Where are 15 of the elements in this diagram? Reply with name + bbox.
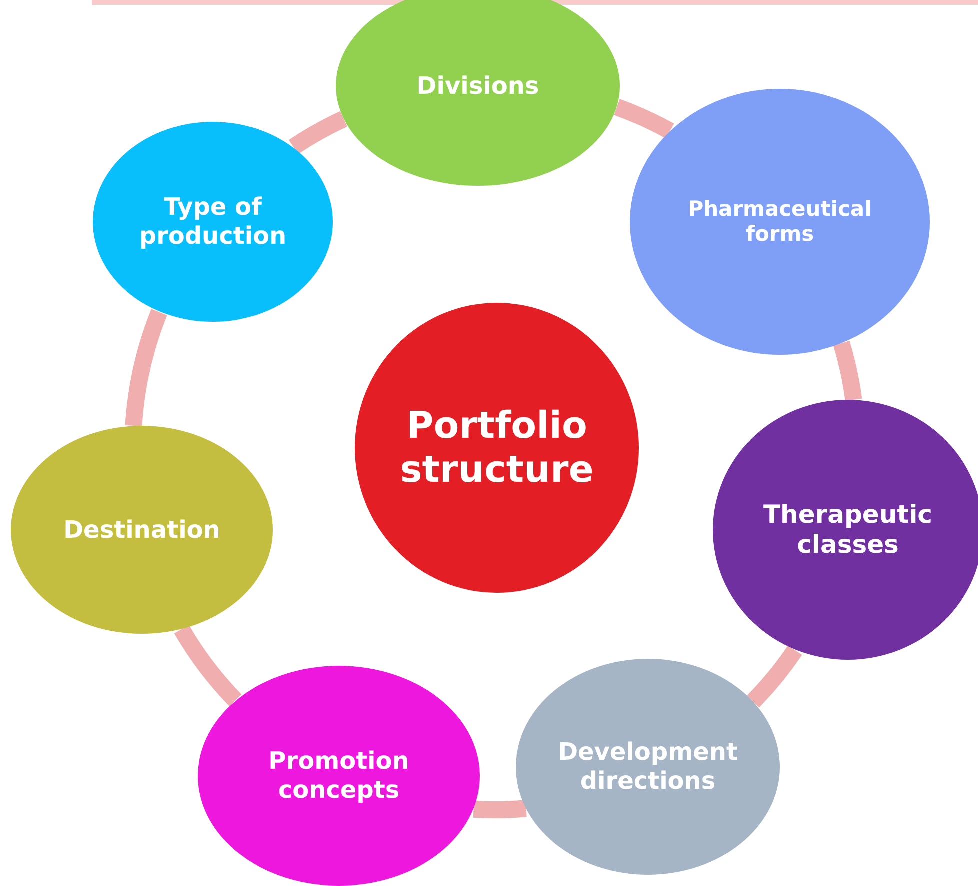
ring-connector: [473, 800, 527, 818]
node-label: Pharmaceutical forms: [687, 196, 873, 248]
node-label: Type of production: [138, 193, 288, 251]
node-label: Destination: [64, 516, 220, 544]
node-label: Therapeutic classes: [762, 500, 934, 560]
node-label: Portfolio structure: [399, 404, 595, 492]
ring-connector: [747, 645, 802, 708]
ring-connector: [614, 99, 674, 139]
ring-connector: [125, 309, 168, 427]
ring-connector: [174, 624, 242, 706]
ring-connector: [833, 341, 862, 402]
node-label: Development directions: [557, 738, 739, 796]
node-label: Divisions: [416, 72, 540, 100]
ring-connector: [289, 111, 348, 154]
node-label: Promotion concepts: [268, 747, 410, 805]
